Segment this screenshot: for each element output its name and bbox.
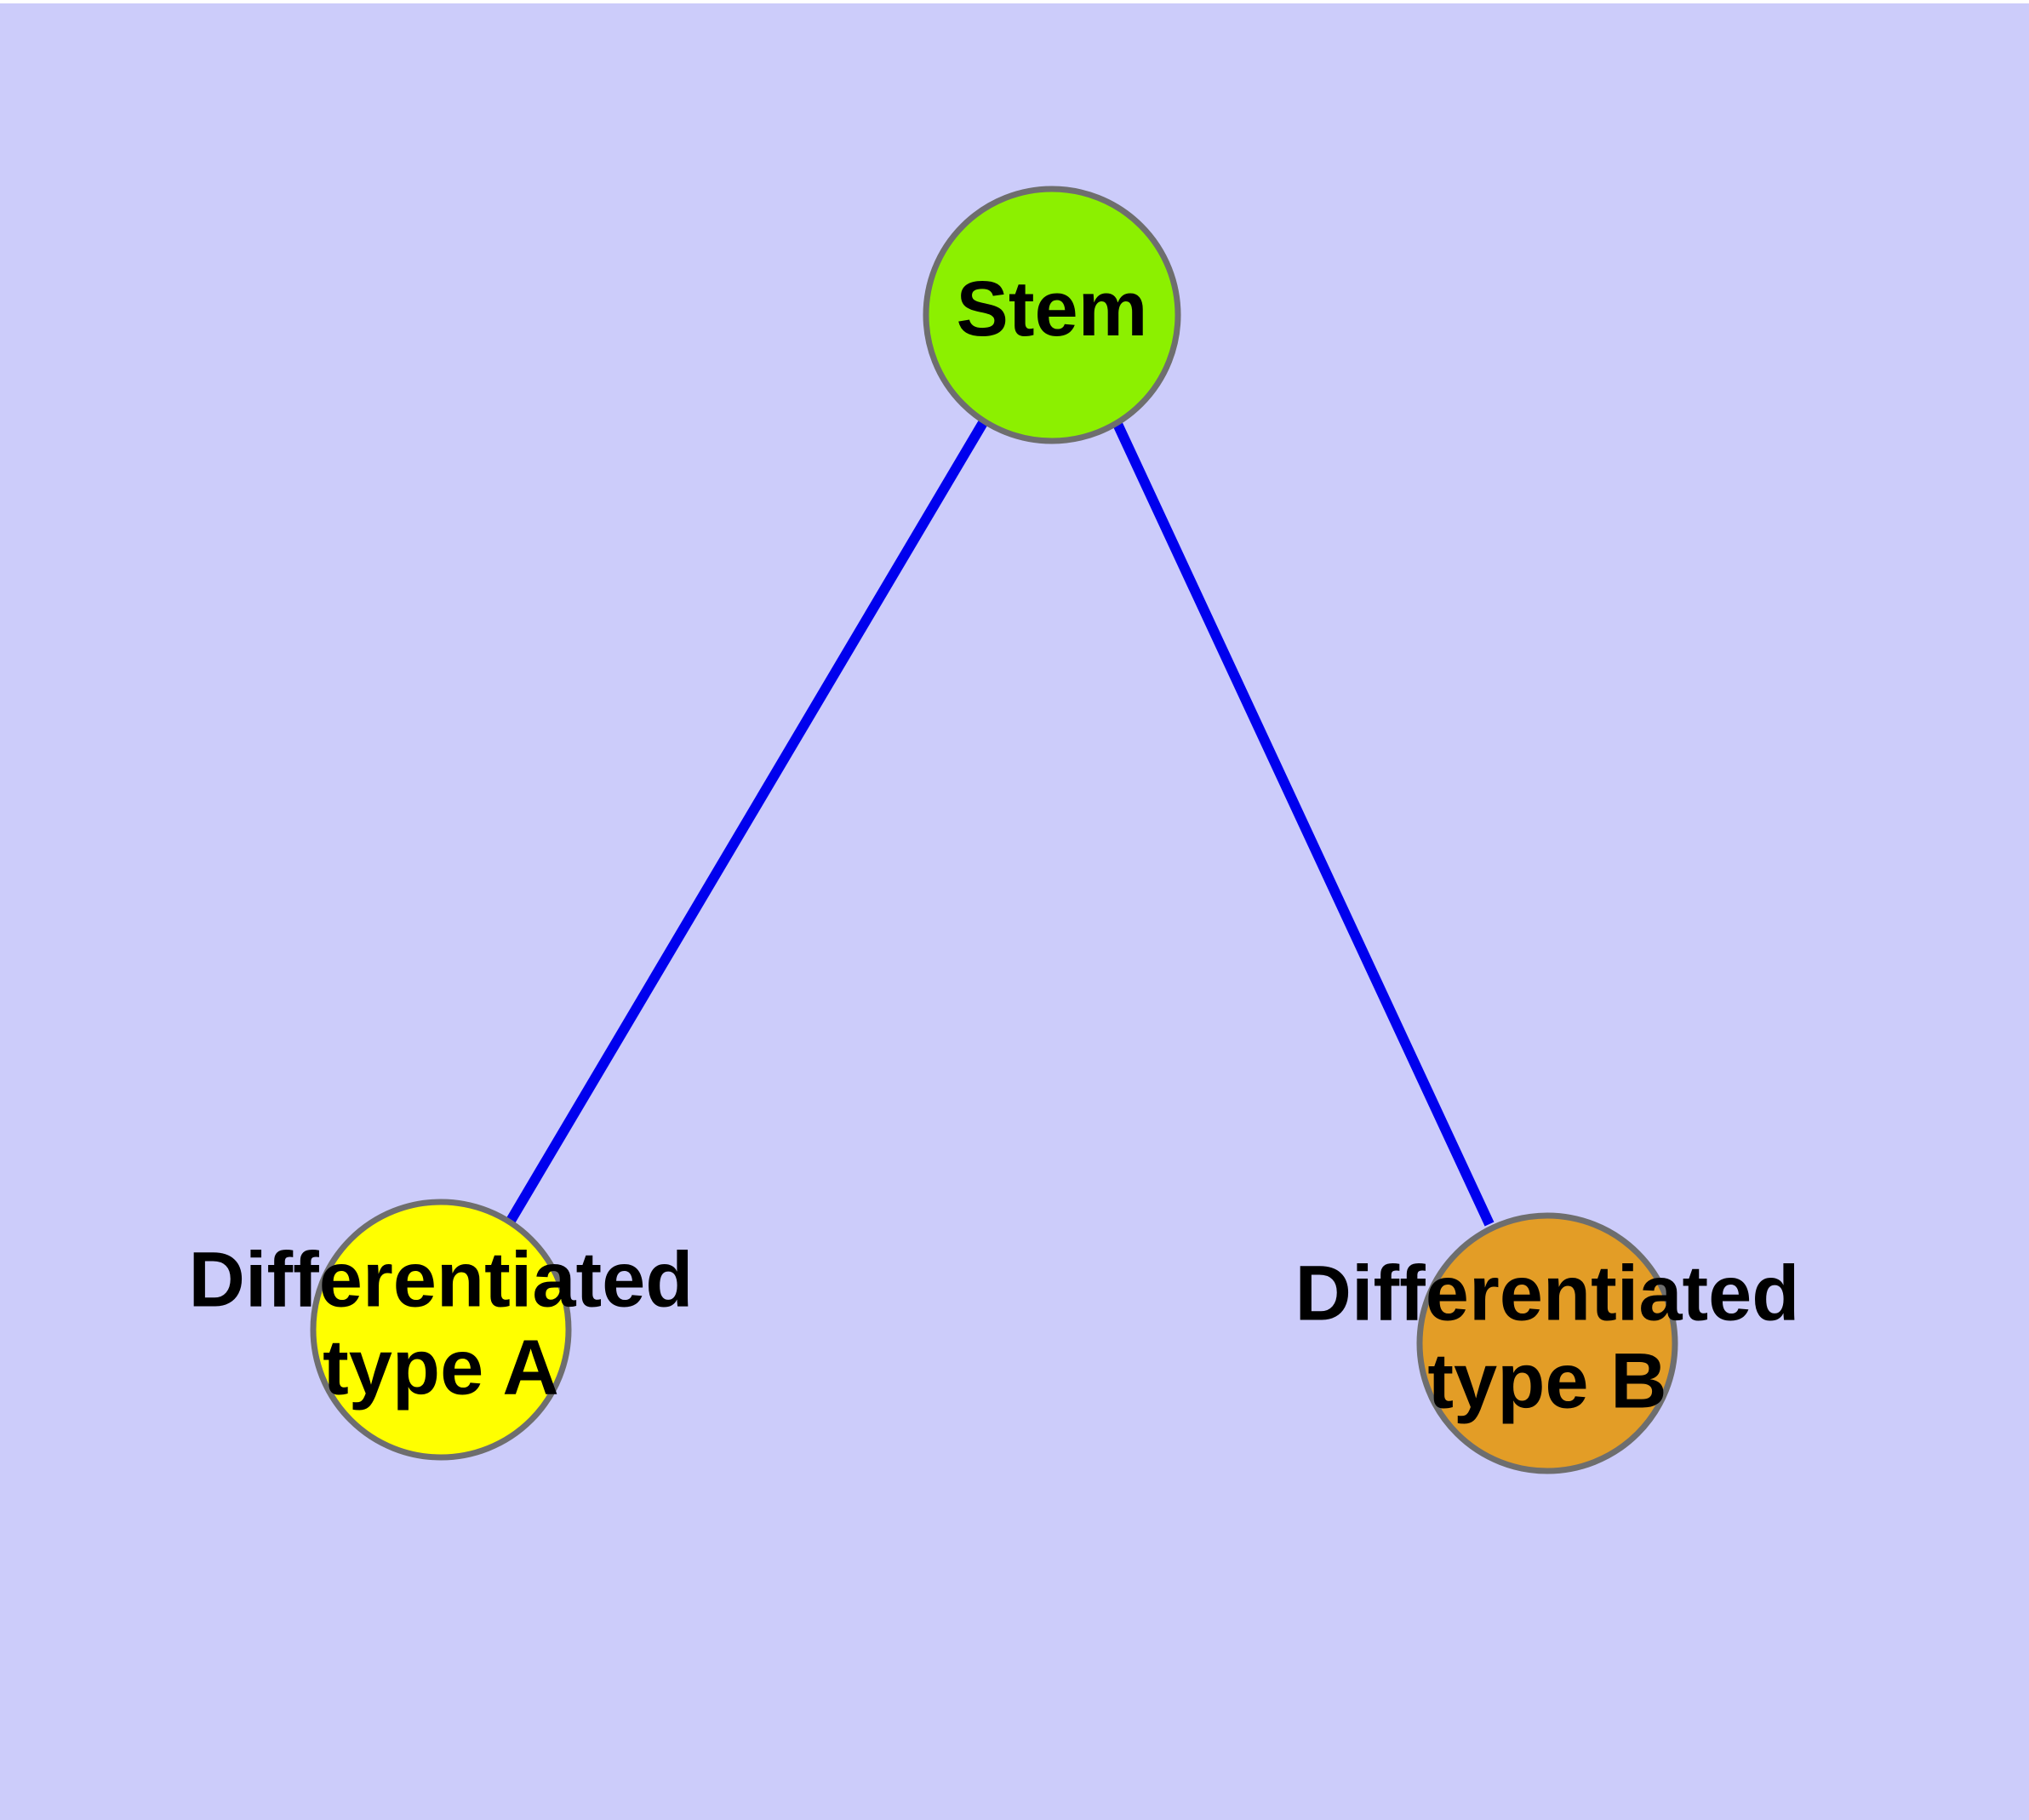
- edge-stem-to-diff-b[interactable]: [1112, 421, 1495, 1227]
- node-circle-layer: [310, 186, 1678, 1474]
- node-circle-differentiated-type-a[interactable]: [310, 1199, 572, 1461]
- edge-layer: [506, 418, 1495, 1227]
- node-label-stem: Stem: [957, 266, 1148, 352]
- node-circle-stem[interactable]: [923, 186, 1181, 444]
- node-circle-differentiated-type-b[interactable]: [1416, 1212, 1678, 1474]
- edge-stem-to-diff-a[interactable]: [506, 418, 989, 1224]
